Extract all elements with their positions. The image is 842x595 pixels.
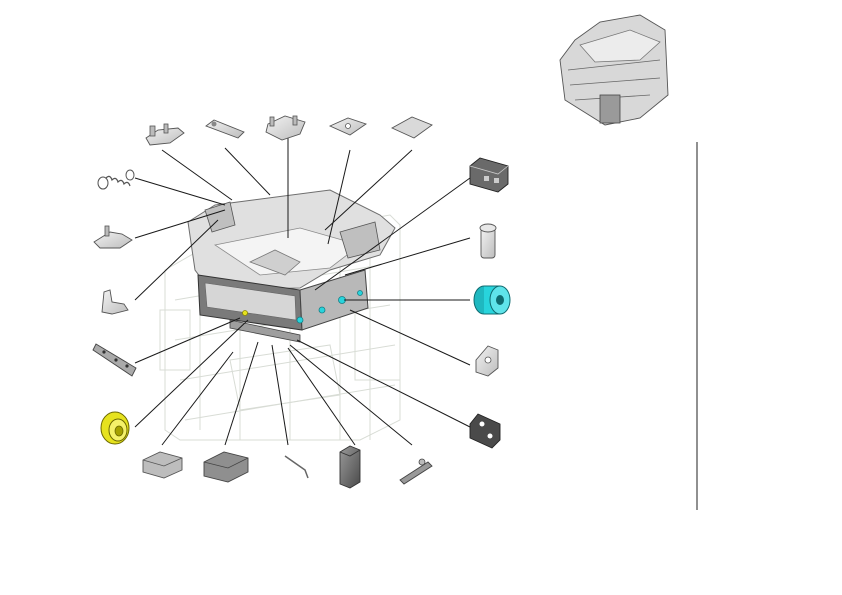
cam-plate <box>475 345 499 377</box>
spring <box>97 169 135 190</box>
bracket-top-1 <box>145 123 185 146</box>
pad-2 <box>203 451 249 483</box>
pad-1 <box>142 451 183 479</box>
link-arm <box>399 458 433 485</box>
hinge-arm <box>101 289 129 315</box>
main-assembly <box>159 189 401 441</box>
plate-small <box>328 117 367 136</box>
lever-left <box>93 225 133 249</box>
gear-wheel <box>100 411 130 445</box>
cover-flat <box>390 116 433 139</box>
pin-wire <box>284 455 309 479</box>
bracket-top-3 <box>265 115 306 141</box>
front-panel <box>197 269 369 343</box>
leader-lines <box>134 138 471 446</box>
sensor-box <box>469 157 509 193</box>
rod-link <box>205 119 245 139</box>
bushing <box>479 223 497 259</box>
assembly-inset-thumbnail <box>559 14 669 126</box>
top-cover <box>187 189 396 291</box>
rail-strip <box>92 343 137 377</box>
bracket-plate-right <box>469 413 501 449</box>
roller <box>473 285 511 315</box>
block-tall <box>339 445 361 489</box>
